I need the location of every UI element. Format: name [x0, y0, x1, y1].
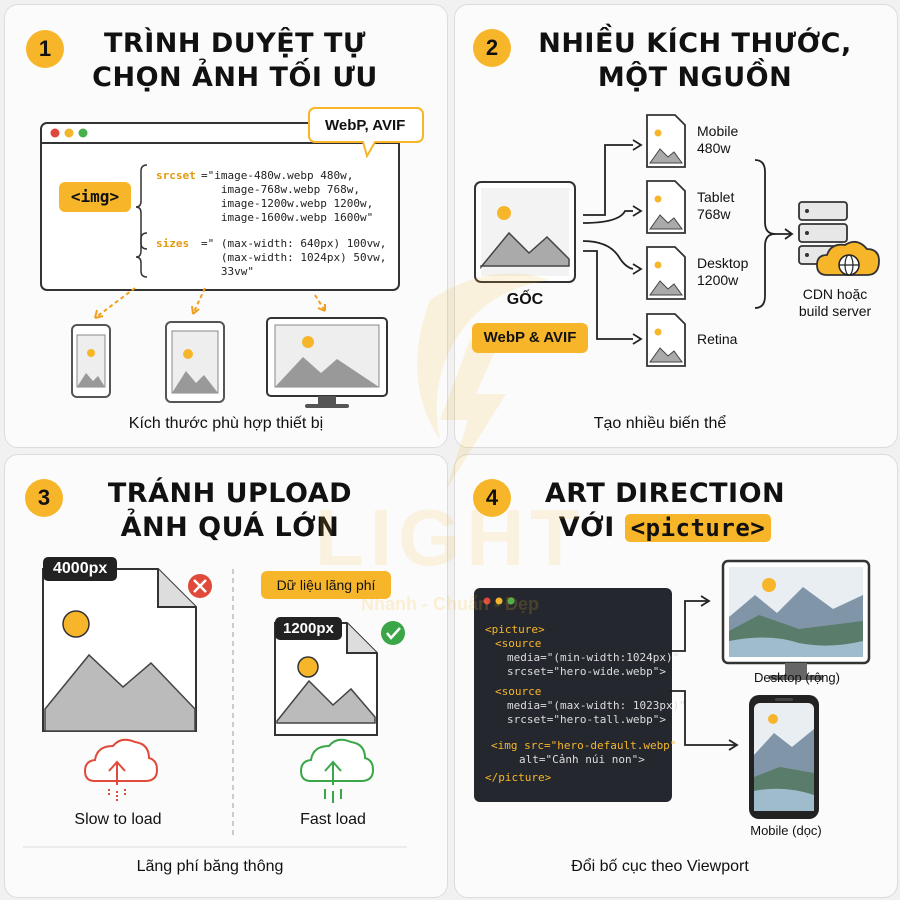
format-bubble: WebP, AVIF	[325, 117, 406, 134]
browser-window-illustration	[40, 107, 424, 408]
step-number-badge: 4	[473, 479, 511, 517]
watermark-brand: LIGHT	[315, 493, 585, 582]
mobile-label: Mobile (dọc)	[750, 823, 822, 838]
panel-avoid-oversized-upload: 3 TRÁNH UPLOAD ẢNH QUÁ LỚN 4000px	[4, 454, 448, 898]
code-line-source-2: <source	[495, 685, 542, 698]
code-line-img: <img src="hero-default.webp"	[491, 739, 677, 752]
size-comparison-illustration	[23, 568, 407, 848]
srcset-value: ="image-480w.webp 480w, image-768w.webp …	[201, 169, 374, 224]
code-line-media-1: media="(min-width:1024px)"	[507, 651, 680, 664]
fast-load-label: Fast load	[300, 811, 366, 828]
step-number-badge: 1	[26, 30, 64, 68]
panel-art-direction: 4 ART DIRECTION VỚI <picture>	[454, 454, 898, 898]
code-line-media-2: media="(max-width: 1023px)"	[507, 699, 686, 712]
code-line-source-1: <source	[495, 637, 542, 650]
slow-load-label: Slow to load	[74, 811, 162, 828]
source-to-variants-diagram	[474, 114, 880, 367]
img-tag-pill: <img>	[59, 182, 131, 212]
code-line-alt: alt="Cảnh núi non">	[519, 753, 645, 766]
panel-browser-selects-image: 1 TRÌNH DUYỆT TỰ CHỌN ẢNH TỐI ƯU	[4, 4, 448, 448]
desktop-label: Desktop (rộng)	[754, 670, 840, 685]
panel-title: ART DIRECTION VỚI <picture>	[544, 478, 786, 543]
source-label: GỐC	[506, 291, 544, 308]
panel-caption: Đổi bố cục theo Viewport	[571, 858, 749, 875]
panel-caption: Kích thước phù hợp thiết bị	[128, 415, 324, 432]
step-number-badge: 3	[25, 479, 63, 517]
code-line-picture-open: <picture>	[485, 623, 545, 636]
code-line-srcset-1: srcset="hero-wide.webp">	[507, 665, 666, 678]
variant-retina-label: Retina	[697, 331, 738, 347]
waste-pill: Dữ liệu lãng phí	[261, 571, 391, 599]
big-size-tag: 4000px	[43, 557, 118, 581]
panel-title: NHIỀU KÍCH THƯỚC, MỘT NGUỒN	[538, 28, 852, 93]
code-line-srcset-2: srcset="hero-tall.webp">	[507, 713, 666, 726]
panel-title: TRÁNH UPLOAD ẢNH QUÁ LỚN	[107, 478, 353, 543]
format-pill: WebP & AVIF	[472, 323, 588, 353]
step-number-badge: 2	[473, 29, 511, 67]
panel-caption: Lãng phí băng thông	[136, 858, 284, 875]
panel-caption: Tạo nhiều biến thể	[593, 415, 727, 432]
sizes-value: =" (max-width: 640px) 100vw, (max-width:…	[201, 237, 387, 278]
code-line-picture-close: </picture>	[485, 771, 552, 784]
panel-title: TRÌNH DUYỆT TỰ CHỌN ẢNH TỐI ƯU	[92, 28, 378, 93]
picture-tag-pill: <picture>	[624, 514, 772, 542]
panel-multiple-sizes: 2 NHIỀU KÍCH THƯỚC, MỘT NGUỒN	[454, 4, 898, 448]
srcset-attribute: srcset	[156, 169, 196, 182]
small-size-tag: 1200px	[275, 617, 342, 640]
sizes-attribute: sizes	[156, 237, 190, 250]
watermark-tagline: Nhanh - Chuẩn - Đẹp	[361, 594, 539, 614]
art-direction-illustration	[474, 559, 871, 819]
